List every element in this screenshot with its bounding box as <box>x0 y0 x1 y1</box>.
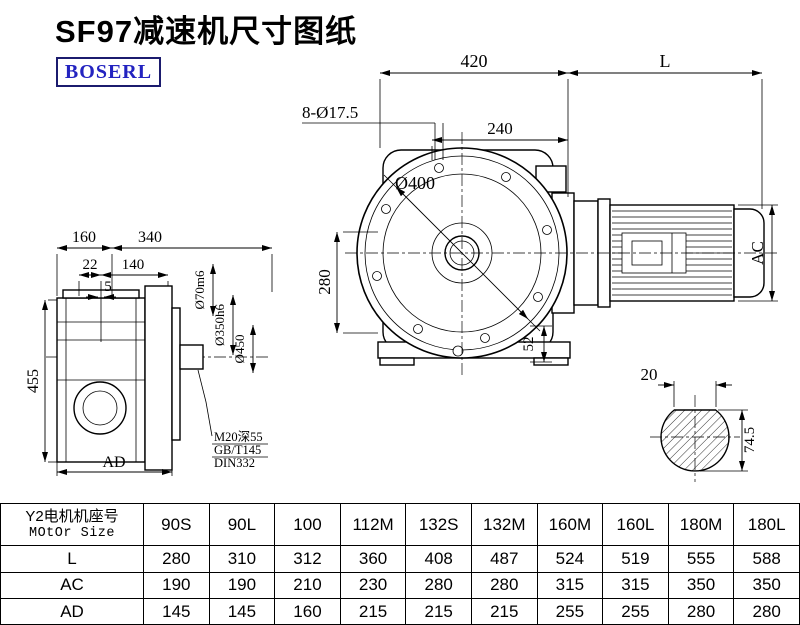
table-row-AD: AD 145 145 160 215 215 215 255 255 280 2… <box>0 597 800 625</box>
dim-280-label: 280 <box>315 269 334 295</box>
motor-view <box>551 192 765 314</box>
table-cell: 255 <box>536 597 604 625</box>
table-cell: 160 <box>274 597 341 625</box>
dim-52-label: 52 <box>521 337 537 352</box>
table-cell: 555 <box>667 545 735 573</box>
dim-d400-label: Ø400 <box>395 173 435 193</box>
table-cell: 350 <box>667 571 735 599</box>
table-row-L: L 280 310 312 360 408 487 524 519 555 58… <box>0 545 800 573</box>
table-cell: 280 <box>667 597 735 625</box>
note-tap-label: M20深55 <box>214 430 263 444</box>
bolt-holes <box>372 163 552 343</box>
dim-L-label: L <box>660 51 671 71</box>
table-cell: 215 <box>405 597 472 625</box>
table-cell: 230 <box>339 571 407 599</box>
dimensions: 420 L 8-Ø17.5 240 Ø400 280 52 AC 160 340… <box>25 51 778 476</box>
motor-size-table: Y2电机机座号 MOtOr Size 90S 90L 100 112M 132S… <box>0 502 800 625</box>
row-label-AC: AC <box>0 571 144 599</box>
table-cell: 280 <box>470 571 538 599</box>
table-cell: 312 <box>274 545 341 573</box>
table-cell: 145 <box>143 597 210 625</box>
output-shaft <box>179 344 204 370</box>
table-row-AC: AC 190 190 210 230 280 280 315 315 350 3… <box>0 571 800 599</box>
page-title: SF97减速机尺寸图纸 <box>55 14 358 49</box>
table-cell: 408 <box>405 545 472 573</box>
foot-right <box>533 357 569 366</box>
dim-420-label: 420 <box>461 51 488 71</box>
note-gbt-label: GB/T145 <box>214 443 261 457</box>
foot-left <box>379 357 415 366</box>
col-header-90S: 90S <box>143 502 210 547</box>
technical-drawing: 420 L 8-Ø17.5 240 Ø400 280 52 AC 160 340… <box>25 51 778 482</box>
row-label-AD: AD <box>0 597 144 625</box>
table-cell: 190 <box>208 571 276 599</box>
col-header-180M: 180M <box>667 502 735 547</box>
col-header-90L: 90L <box>208 502 276 547</box>
flange-spigot <box>171 307 181 441</box>
drain-plug <box>452 345 464 357</box>
table-cell: 280 <box>733 597 800 625</box>
dim-240-label: 240 <box>487 119 513 138</box>
corner-line1: Y2电机机座号 <box>25 508 119 526</box>
row-label-L: L <box>0 545 144 573</box>
col-header-160L: 160L <box>602 502 669 547</box>
table-header-row: Y2电机机座号 MOtOr Size 90S 90L 100 112M 132S… <box>0 502 800 547</box>
col-header-160M: 160M <box>536 502 604 547</box>
dim-shaft-dia-label: Ø70m6 <box>192 270 207 310</box>
table-cell: 210 <box>274 571 341 599</box>
table-cell: 524 <box>536 545 604 573</box>
table-cell: 280 <box>143 545 210 573</box>
dim-spigot-dia-label: Ø350h6 <box>212 304 227 346</box>
table-cell: 350 <box>733 571 800 599</box>
table-cell: 360 <box>339 545 407 573</box>
table-cell: 487 <box>470 545 538 573</box>
output-flange-edge <box>144 285 173 471</box>
dim-20-label: 20 <box>641 365 658 384</box>
dim-455-label: 455 <box>25 369 42 393</box>
shaft-section-view <box>650 395 740 482</box>
table-corner-cell: Y2电机机座号 MOtOr Size <box>0 502 144 547</box>
table-cell: 310 <box>208 545 276 573</box>
dim-5-label: 5 <box>104 279 112 295</box>
note-din-label: DIN332 <box>214 456 255 470</box>
col-header-180L: 180L <box>733 502 800 547</box>
table-cell: 145 <box>208 597 276 625</box>
col-header-112M: 112M <box>339 502 407 547</box>
dim-74-5-label: 74.5 <box>742 427 758 453</box>
dim-AD-label: AD <box>102 454 125 471</box>
table-cell: 588 <box>733 545 800 573</box>
col-header-132S: 132S <box>405 502 472 547</box>
corner-line2: MOtOr Size <box>28 525 115 541</box>
table-cell: 255 <box>602 597 669 625</box>
dim-140-label: 140 <box>122 257 145 273</box>
table-cell: 280 <box>405 571 472 599</box>
table-cell: 315 <box>536 571 604 599</box>
dim-160-label: 160 <box>72 229 96 246</box>
col-header-100: 100 <box>274 502 341 547</box>
table-cell: 190 <box>143 571 210 599</box>
table-cell: 215 <box>470 597 538 625</box>
table-cell: 315 <box>602 571 669 599</box>
table-cell: 215 <box>339 597 407 625</box>
table-cell: 519 <box>602 545 669 573</box>
dim-340-label: 340 <box>138 229 162 246</box>
brand-logo: BOSERL <box>56 57 161 87</box>
col-header-132M: 132M <box>470 502 538 547</box>
dim-22-label: 22 <box>83 257 98 273</box>
dim-AC-label: AC <box>748 241 767 265</box>
dim-bolt-holes-label: 8-Ø17.5 <box>302 103 358 122</box>
dim-flange-dia-label: Ø450 <box>232 335 247 364</box>
